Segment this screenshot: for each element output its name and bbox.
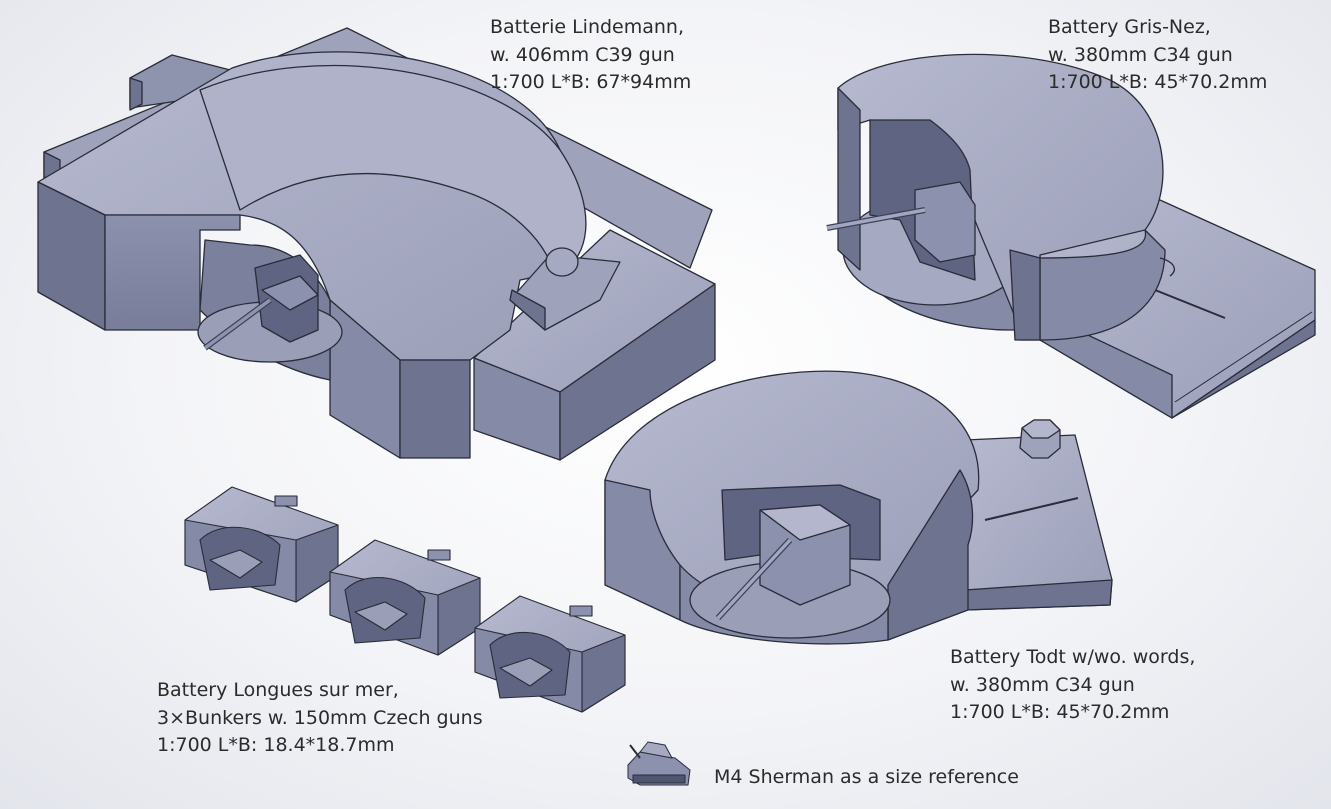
longues-label-line1: Battery Longues sur mer, — [157, 679, 399, 701]
longues-label: Battery Longues sur mer, 3×Bunkers w. 15… — [157, 677, 483, 760]
grisnez-label-line2: w. 380mm C34 gun — [1048, 43, 1233, 66]
todt-bunker-model — [604, 370, 1113, 645]
lindemann-label-line2: w. 406mm C39 gun — [490, 43, 675, 66]
grisnez-label-line1: Battery Gris-Nez, — [1048, 16, 1211, 38]
lindemann-label-line1: Batterie Lindemann, — [490, 16, 685, 38]
sherman-tank-model — [627, 741, 691, 786]
grisnez-label: Battery Gris-Nez, w. 380mm C34 gun 1:700… — [1048, 14, 1267, 97]
longues-label-line2: 3×Bunkers w. 150mm Czech guns — [157, 706, 483, 729]
todt-label-line1: Battery Todt w/wo. words, — [950, 646, 1196, 668]
lindemann-label: Batterie Lindemann, w. 406mm C39 gun 1:7… — [490, 14, 691, 97]
longues-bunker-2 — [329, 539, 481, 656]
longues-bunker-1 — [184, 486, 339, 603]
todt-label-line3: 1:700 L*B: 45*70.2mm — [950, 701, 1170, 723]
sherman-label-line1: M4 Sherman as a size reference — [714, 766, 1019, 788]
lindemann-bunker-model — [37, 27, 716, 461]
sherman-label: M4 Sherman as a size reference — [714, 764, 1019, 792]
todt-label: Battery Todt w/wo. words, w. 380mm C34 g… — [950, 644, 1195, 727]
grisnez-label-line3: 1:700 L*B: 45*70.2mm — [1048, 71, 1268, 93]
todt-label-line2: w. 380mm C34 gun — [950, 673, 1135, 696]
longues-label-line3: 1:700 L*B: 18.4*18.7mm — [157, 734, 395, 756]
grisnez-bunker-model — [826, 53, 1316, 419]
longues-bunker-3 — [474, 595, 626, 713]
lindemann-label-line3: 1:700 L*B: 67*94mm — [490, 71, 692, 93]
